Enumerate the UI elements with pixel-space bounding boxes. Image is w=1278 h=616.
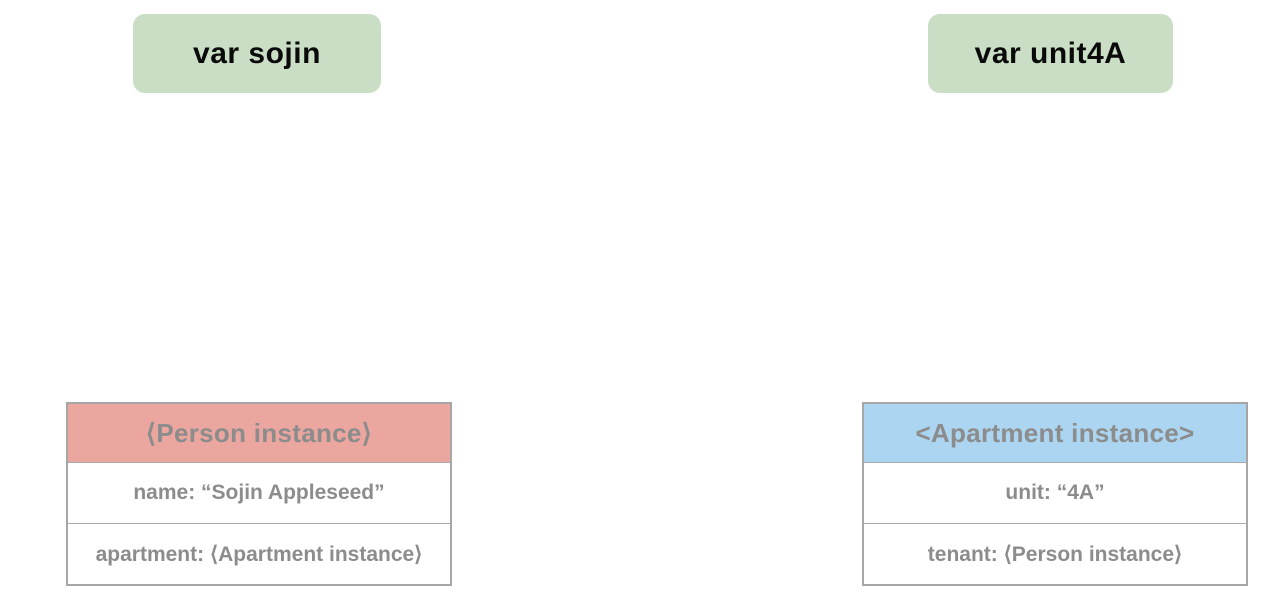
variable-pill-sojin-label: var sojin	[193, 36, 321, 70]
person-attribute-name: name: “Sojin Appleseed”	[133, 481, 385, 504]
variable-pill-unit4a-label: var unit4A	[974, 36, 1127, 70]
apartment-attribute-tenant-row: tenant: ⟨Person instance⟩	[864, 523, 1246, 584]
apartment-attribute-unit: unit: “4A”	[1005, 481, 1105, 504]
apartment-instance-header: <Apartment instance>	[864, 404, 1246, 462]
instance-table-apartment: <Apartment instance> unit: “4A” tenant: …	[862, 402, 1248, 586]
variable-pill-sojin: var sojin	[133, 14, 381, 93]
apartment-attribute-unit-row: unit: “4A”	[864, 462, 1246, 523]
apartment-instance-title: <Apartment instance>	[915, 417, 1195, 448]
person-attribute-name-row: name: “Sojin Appleseed”	[68, 462, 450, 523]
apartment-attribute-tenant: tenant: ⟨Person instance⟩	[927, 542, 1183, 566]
person-instance-header: ⟨Person instance⟩	[68, 404, 450, 462]
variable-pill-unit4a: var unit4A	[928, 14, 1173, 93]
person-attribute-apartment: apartment: ⟨Apartment instance⟩	[95, 542, 423, 566]
instance-table-person: ⟨Person instance⟩ name: “Sojin Appleseed…	[66, 402, 452, 586]
person-attribute-apartment-row: apartment: ⟨Apartment instance⟩	[68, 523, 450, 584]
person-instance-title: ⟨Person instance⟩	[145, 417, 373, 448]
